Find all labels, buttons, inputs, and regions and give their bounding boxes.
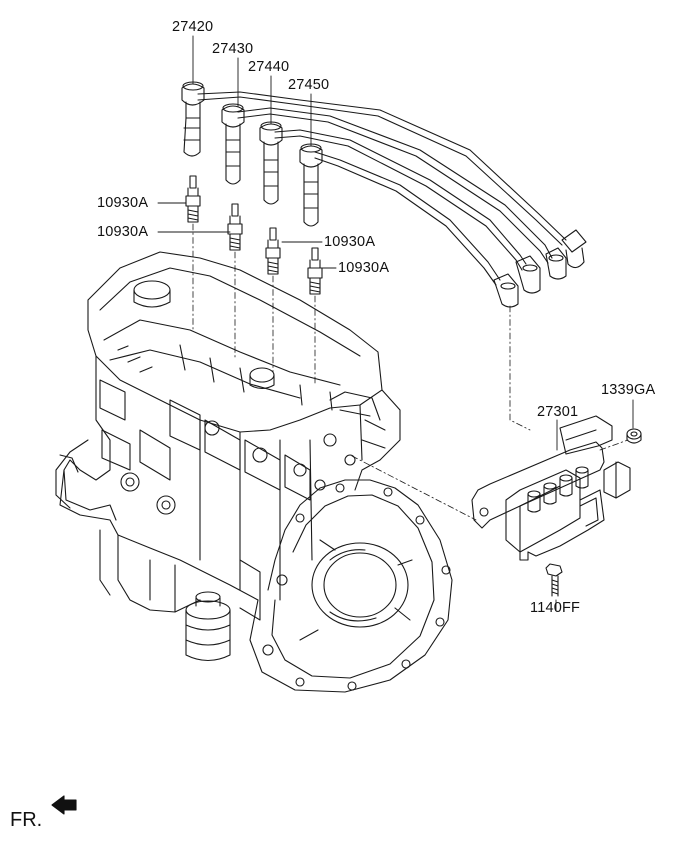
front-arrow-icon xyxy=(51,795,77,815)
nut-1339ga xyxy=(626,428,642,444)
leader-lines xyxy=(157,35,634,611)
plug-boot-1 xyxy=(181,81,205,157)
coil-boot-3 xyxy=(515,255,541,294)
coil-boot-2 xyxy=(545,247,567,280)
label-10930a-4: 10930A xyxy=(338,260,390,276)
spark-plug-3 xyxy=(265,227,281,275)
spark-plug-1 xyxy=(185,175,201,223)
bolt-1140ff xyxy=(545,563,563,597)
plug-boot-4 xyxy=(299,143,323,227)
label-27450: 27450 xyxy=(288,77,330,93)
label-1339ga: 1339GA xyxy=(601,382,656,398)
label-10930a-3: 10930A xyxy=(324,234,376,250)
spark-plug-4 xyxy=(307,247,323,295)
coil-boot-1 xyxy=(561,229,587,269)
spark-plugs xyxy=(185,175,323,295)
label-27430: 27430 xyxy=(212,41,254,57)
label-27440: 27440 xyxy=(248,59,290,75)
label-27301: 27301 xyxy=(537,404,579,420)
label-27420: 27420 xyxy=(172,19,214,35)
plug-wire-harness xyxy=(181,81,587,308)
coil-boot-4 xyxy=(493,273,519,308)
ignition-coil xyxy=(471,415,631,561)
label-10930a-2: 10930A xyxy=(97,224,149,240)
label-1140ff: 1140FF xyxy=(530,600,581,616)
engine-block xyxy=(55,251,453,693)
label-10930a-1: 10930A xyxy=(97,195,149,211)
plug-boot-3 xyxy=(259,121,283,205)
plug-boot-2 xyxy=(221,103,245,185)
spark-plug-2 xyxy=(227,203,243,251)
dashed-lines xyxy=(192,223,629,521)
front-direction-label: FR. xyxy=(10,809,43,831)
